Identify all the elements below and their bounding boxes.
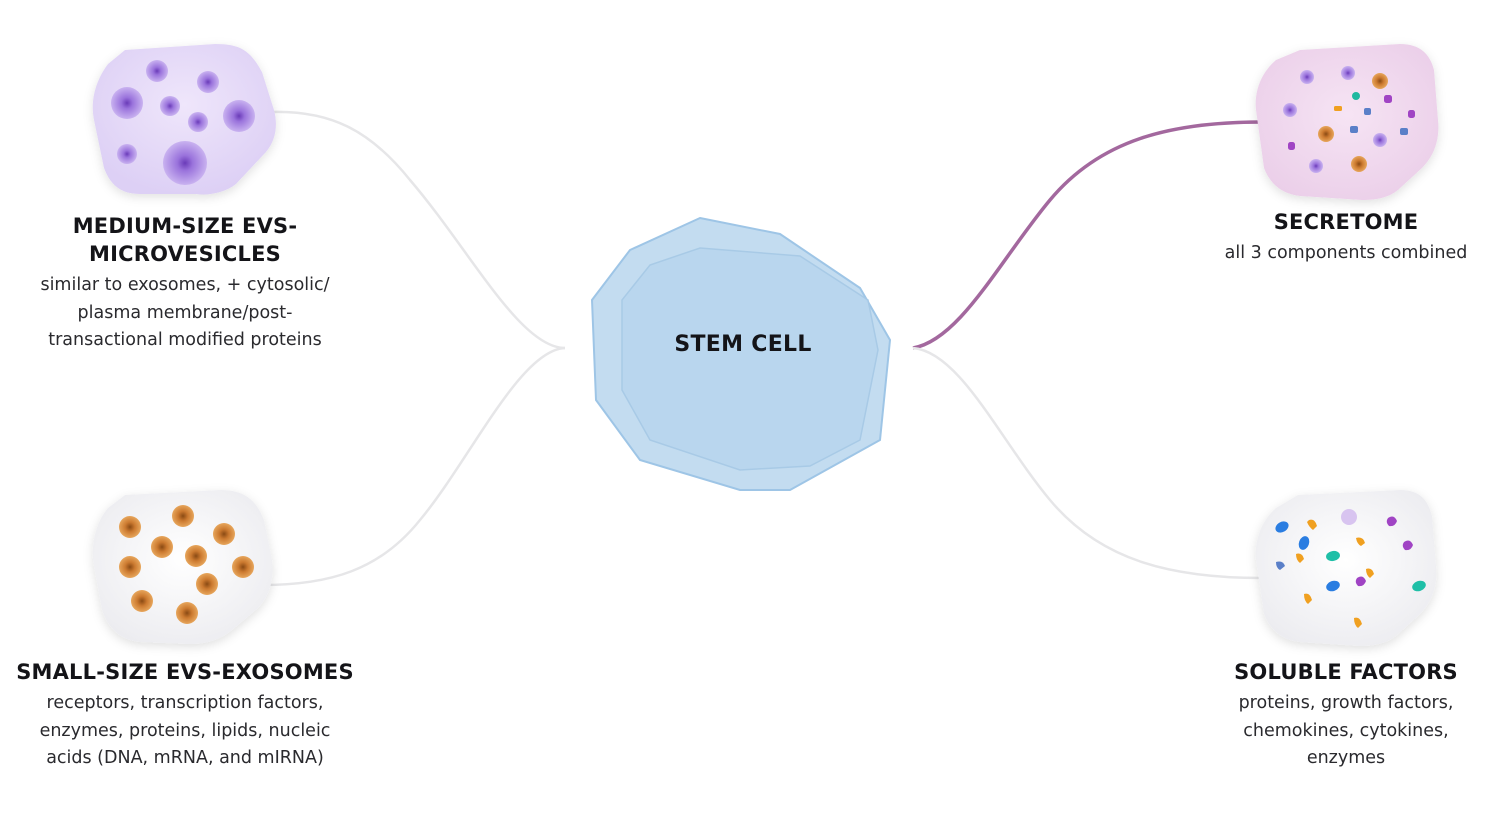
soluble-particles [1275,509,1426,628]
node-small-desc-line: receptors, transcription factors, [46,693,324,713]
node-secretome-desc: all 3 components combined [1200,240,1492,268]
secretome-particles [1283,66,1415,173]
node-secretome-title-line: SECRETOME [1273,210,1419,234]
connector-secretome [912,120,1263,350]
node-medium-label: MEDIUM-SIZE EVS- MICROVESICLES similar t… [10,212,360,355]
orange-vesicles [119,505,254,624]
microvesicles-illustration [92,44,276,195]
node-secretome-title: SECRETOME [1200,208,1492,236]
connector-soluble [912,346,1263,580]
secretome-illustration [1255,44,1439,200]
node-secretome-desc-line: all 3 components combined [1224,243,1468,263]
node-secretome-label: SECRETOME all 3 components combined [1200,208,1492,268]
stem-cell [590,216,892,491]
node-small-desc-line: acids (DNA, mRNA, and mIRNA) [46,748,324,768]
connector-small [261,346,566,587]
soluble-factors-illustration [1255,490,1437,646]
node-medium-desc-line: transactional modified proteins [48,330,322,350]
node-small-desc-line: enzymes, proteins, lipids, nucleic [39,720,331,741]
purple-vesicles [111,60,255,185]
node-medium-desc: similar to exosomes, + cytosolic/ plasma… [10,272,360,355]
node-small-title: SMALL-SIZE EVS-EXOSOMES [5,658,365,686]
exosomes-illustration [92,490,273,644]
node-soluble-desc-line: chemokines, cytokines, [1243,720,1449,741]
node-soluble-desc-line: proteins, growth factors, [1238,693,1454,713]
node-medium-desc-line: plasma membrane/post- [77,302,293,323]
stem-cell-label: STEM CELL [674,332,812,357]
node-soluble-desc: proteins, growth factors, chemokines, cy… [1205,690,1487,773]
node-small-label: SMALL-SIZE EVS-EXOSOMES receptors, trans… [5,658,365,773]
connector-medium [269,110,566,350]
node-medium-title-line: MEDIUM-SIZE EVS- [72,214,298,238]
node-soluble-label: SOLUBLE FACTORS proteins, growth factors… [1205,658,1487,773]
stem-cell-inner [621,247,879,471]
node-small-title-line: SMALL-SIZE EVS-EXOSOMES [16,660,354,684]
node-medium-title-line: MICROVESICLES [89,242,281,266]
connectors [261,110,1263,587]
node-soluble-desc-line: enzymes [1306,748,1386,768]
node-medium-title: MEDIUM-SIZE EVS- MICROVESICLES [10,212,360,268]
node-medium-desc-line: similar to exosomes, + cytosolic/ [40,275,330,295]
node-soluble-title: SOLUBLE FACTORS [1205,658,1487,686]
microvesicles-blob [92,44,276,195]
node-small-desc: receptors, transcription factors, enzyme… [5,690,365,773]
secretome-blob [1255,44,1439,200]
node-soluble-title-line: SOLUBLE FACTORS [1234,660,1458,684]
soluble-factors-blob [1255,490,1437,646]
